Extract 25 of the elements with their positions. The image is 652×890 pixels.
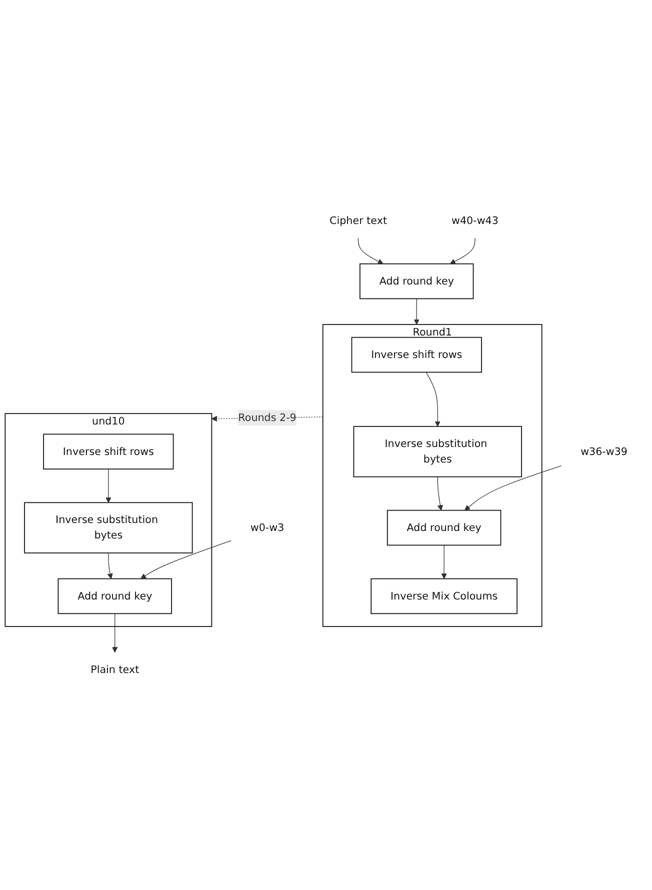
- node-box: Inverse substitution bytes: [24, 502, 193, 554]
- arrow: [441, 544, 447, 579]
- arrow: [426, 372, 440, 427]
- arrow: [140, 540, 232, 579]
- node-box: Inverse Mix Coloums: [370, 578, 518, 614]
- node-text: Plain text: [90, 663, 140, 676]
- node-box: Add round key: [386, 510, 502, 546]
- arrow: [464, 465, 562, 510]
- arrow: [112, 613, 118, 652]
- node-box: Add round key: [359, 263, 474, 299]
- arrow: [414, 298, 420, 325]
- arrow: [106, 468, 112, 503]
- node-text: w40-w43: [452, 214, 498, 226]
- node-box: Inverse shift rows: [43, 434, 174, 470]
- node-text: Cipher text: [330, 214, 387, 226]
- node-box: Inverse shift rows: [351, 336, 482, 373]
- arrow: [450, 238, 476, 264]
- arrow: [107, 552, 113, 579]
- node-box: Inverse substitution bytes: [353, 426, 522, 478]
- arrow: [358, 238, 384, 264]
- node-text: w0-w3: [250, 521, 284, 534]
- node-box: Add round key: [58, 578, 172, 614]
- node-text: w36-w39: [580, 444, 628, 458]
- edge-label: Rounds 2-9: [238, 411, 296, 424]
- arrow: [437, 476, 444, 510]
